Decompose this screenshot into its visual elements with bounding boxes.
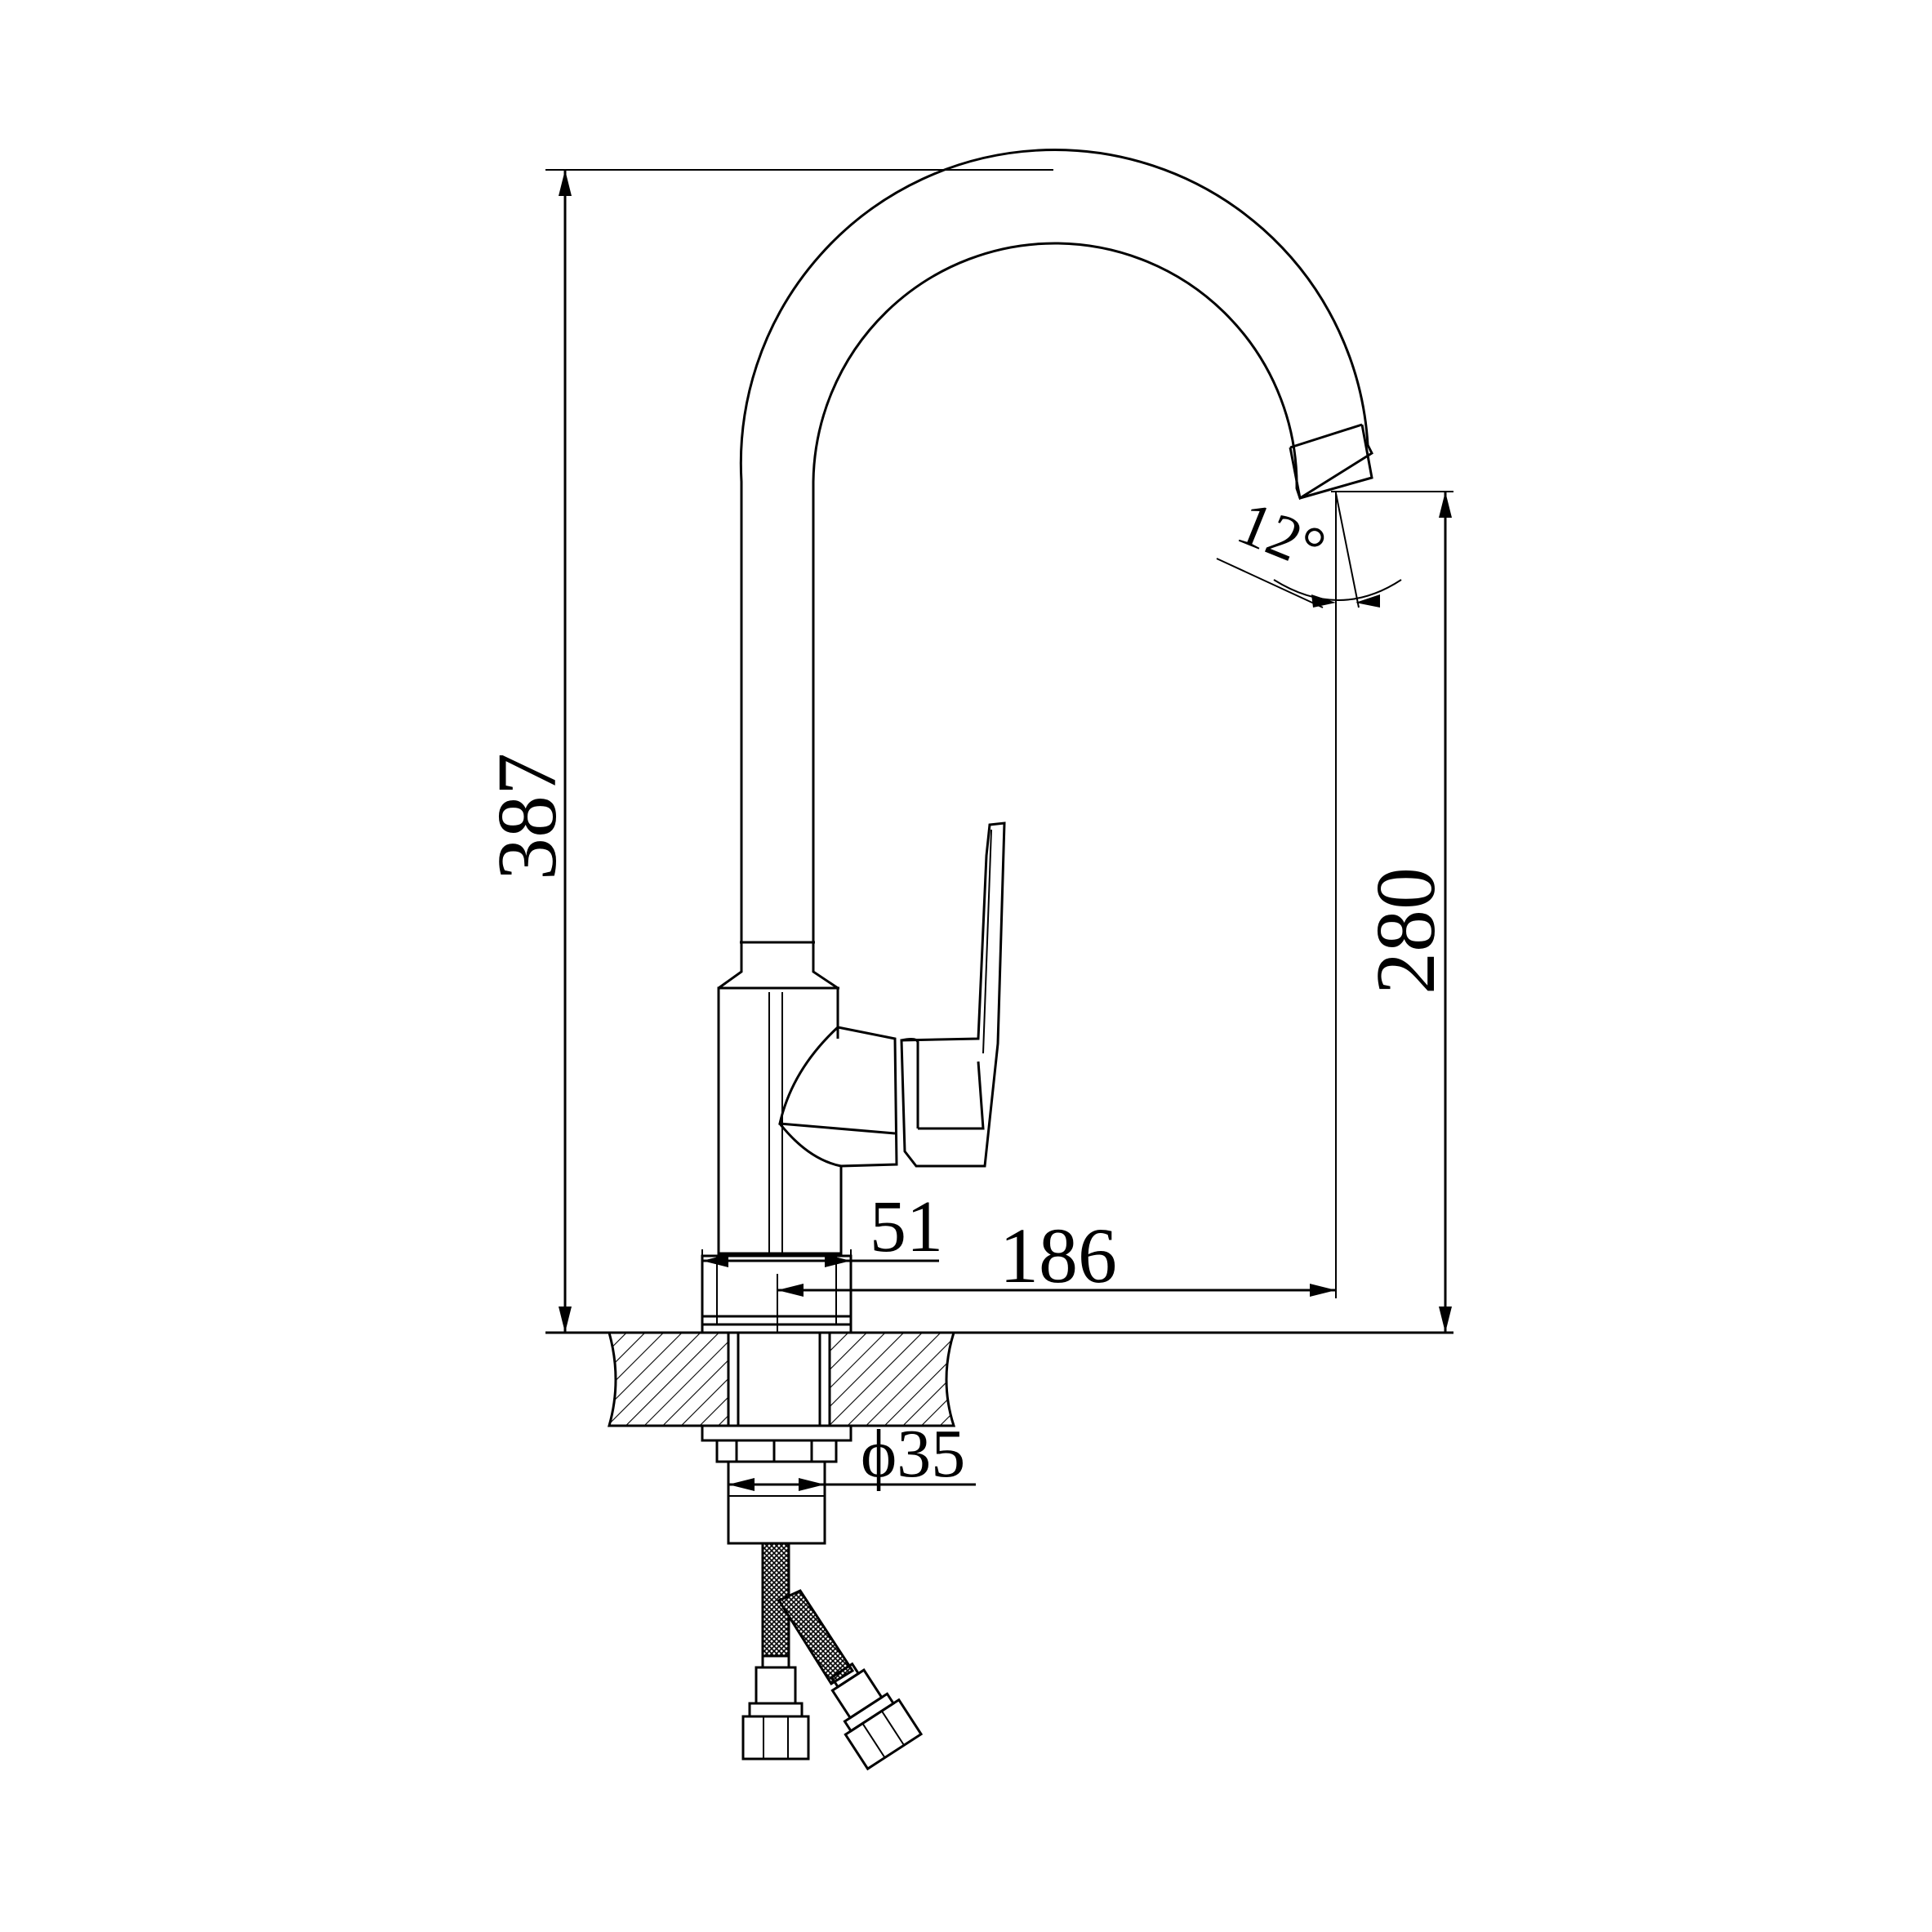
dimension-lines	[545, 169, 1453, 1491]
washer	[701, 1424, 852, 1442]
spout-collar	[718, 942, 839, 990]
spout-outer-edge	[739, 148, 1373, 942]
aerator-tip	[1289, 424, 1373, 500]
dim-label-51: 51	[870, 1186, 943, 1267]
under-counter-fittings	[701, 1424, 924, 1771]
faucet-outline	[701, 148, 1373, 1334]
threaded-tail	[727, 1460, 826, 1545]
dim-label-35: ϕ35	[861, 1416, 965, 1492]
dim-label-280: 280	[1359, 867, 1453, 995]
body-column	[717, 986, 898, 1255]
aerator-band	[1289, 423, 1363, 449]
cartridge-housing	[778, 1026, 896, 1168]
dim-label-387: 387	[480, 753, 574, 880]
handle-lever	[900, 821, 1006, 1168]
dim-label-angle: 12°	[1228, 488, 1334, 585]
mounting-shank	[727, 1331, 831, 1427]
hose-right	[777, 1589, 855, 1686]
hose-connector-left	[741, 1654, 810, 1761]
dim-label-186: 186	[999, 1212, 1117, 1299]
hose-connector-right	[830, 1662, 924, 1771]
lock-nut	[715, 1439, 838, 1463]
countertop-section	[608, 1331, 956, 1427]
